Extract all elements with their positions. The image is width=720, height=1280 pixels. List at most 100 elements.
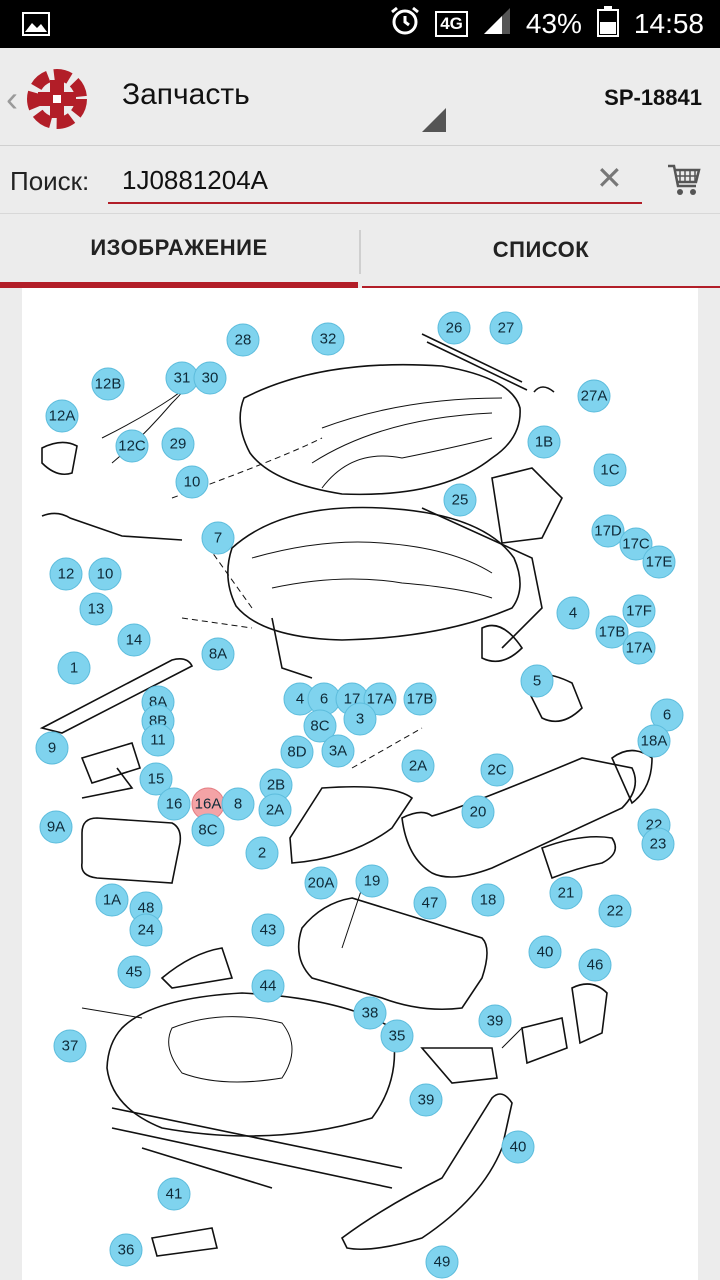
callout-2B[interactable]: 2B [259, 768, 293, 802]
callout-8[interactable]: 8 [221, 787, 255, 821]
callout-label: 24 [138, 922, 155, 939]
callout-7[interactable]: 7 [201, 521, 235, 555]
logo-icon[interactable] [26, 68, 88, 130]
callout-17F[interactable]: 17F [622, 594, 656, 628]
callout-2A[interactable]: 2A [258, 793, 292, 827]
callout-3[interactable]: 3 [343, 702, 377, 736]
callout-11[interactable]: 11 [141, 723, 175, 757]
callout-39[interactable]: 39 [409, 1083, 443, 1117]
callout-17C[interactable]: 17C [619, 527, 653, 561]
callout-16[interactable]: 16 [157, 787, 191, 821]
callout-28[interactable]: 28 [226, 323, 260, 357]
callout-8C[interactable]: 8C [303, 709, 337, 743]
callout-46[interactable]: 46 [578, 948, 612, 982]
callout-label: 27 [498, 320, 515, 337]
callout-12B[interactable]: 12B [91, 367, 125, 401]
callout-4[interactable]: 4 [556, 596, 590, 630]
callout-label: 6 [320, 691, 328, 708]
callout-20[interactable]: 20 [461, 795, 495, 829]
dropdown-triangle-icon[interactable] [422, 108, 446, 132]
callout-24[interactable]: 24 [129, 913, 163, 947]
callout-2[interactable]: 2 [245, 836, 279, 870]
callout-18A[interactable]: 18A [637, 724, 671, 758]
callout-17B[interactable]: 17B [595, 615, 629, 649]
search-input[interactable] [108, 158, 642, 204]
callout-43[interactable]: 43 [251, 913, 285, 947]
callout-39[interactable]: 39 [478, 1004, 512, 1038]
callout-10[interactable]: 10 [175, 465, 209, 499]
callout-21[interactable]: 21 [549, 876, 583, 910]
callout-15[interactable]: 15 [139, 762, 173, 796]
callout-bubble [471, 883, 505, 917]
callout-37[interactable]: 37 [53, 1029, 87, 1063]
callout-36[interactable]: 36 [109, 1233, 143, 1267]
callout-30[interactable]: 30 [193, 361, 227, 395]
callout-17E[interactable]: 17E [642, 545, 676, 579]
callout-47[interactable]: 47 [413, 886, 447, 920]
callout-40[interactable]: 40 [528, 935, 562, 969]
callout-8D[interactable]: 8D [280, 735, 314, 769]
callout-29[interactable]: 29 [161, 427, 195, 461]
callout-1[interactable]: 1 [57, 651, 91, 685]
callout-27A[interactable]: 27A [577, 379, 611, 413]
callout-12A[interactable]: 12A [45, 399, 79, 433]
callout-32[interactable]: 32 [311, 322, 345, 356]
callout-bubble [157, 1177, 191, 1211]
callout-35[interactable]: 35 [380, 1019, 414, 1053]
callout-8A[interactable]: 8A [201, 637, 235, 671]
callout-44[interactable]: 44 [251, 969, 285, 1003]
callout-45[interactable]: 45 [117, 955, 151, 989]
callout-8C[interactable]: 8C [191, 813, 225, 847]
seat-frame-drawing [227, 506, 543, 679]
cart-icon[interactable] [666, 162, 702, 203]
callout-49[interactable]: 49 [425, 1245, 459, 1279]
tab-list[interactable]: СПИСОК [362, 214, 720, 288]
callout-1A[interactable]: 1A [95, 883, 129, 917]
callout-1C[interactable]: 1C [593, 453, 627, 487]
callout-40[interactable]: 40 [501, 1130, 535, 1164]
callout-10[interactable]: 10 [88, 557, 122, 591]
callout-22[interactable]: 22 [598, 894, 632, 928]
callout-2C[interactable]: 2C [480, 753, 514, 787]
callout-bubble [637, 724, 671, 758]
callout-1B[interactable]: 1B [527, 425, 561, 459]
callout-label: 2A [409, 758, 427, 775]
callout-2A[interactable]: 2A [401, 749, 435, 783]
callout-12C[interactable]: 12C [115, 429, 149, 463]
callout-label: 18 [480, 892, 497, 909]
callout-9[interactable]: 9 [35, 731, 69, 765]
callout-bubble [175, 465, 209, 499]
callout-27[interactable]: 27 [489, 311, 523, 345]
callout-17B[interactable]: 17B [403, 682, 437, 716]
callout-17D[interactable]: 17D [591, 514, 625, 548]
callout-5[interactable]: 5 [520, 664, 554, 698]
image-icon [22, 12, 50, 41]
callout-25[interactable]: 25 [443, 483, 477, 517]
callout-23[interactable]: 23 [641, 827, 675, 861]
callout-38[interactable]: 38 [353, 996, 387, 1030]
callout-3A[interactable]: 3A [321, 734, 355, 768]
callout-label: 17F [626, 603, 652, 620]
callout-label: 41 [166, 1186, 183, 1203]
callout-bubble [380, 1019, 414, 1053]
callout-41[interactable]: 41 [157, 1177, 191, 1211]
callout-12[interactable]: 12 [49, 557, 83, 591]
callout-18[interactable]: 18 [471, 883, 505, 917]
callout-13[interactable]: 13 [79, 592, 113, 626]
clear-icon[interactable]: ✕ [596, 160, 623, 196]
callout-17A[interactable]: 17A [363, 682, 397, 716]
callout-14[interactable]: 14 [117, 623, 151, 657]
callout-20A[interactable]: 20A [304, 866, 338, 900]
callout-19[interactable]: 19 [355, 864, 389, 898]
callout-9A[interactable]: 9A [39, 810, 73, 844]
callout-bubble [129, 913, 163, 947]
back-chevron-icon[interactable]: ‹ [6, 78, 18, 119]
tab-image[interactable]: ИЗОБРАЖЕНИЕ [0, 214, 358, 288]
callout-31[interactable]: 31 [165, 361, 199, 395]
callout-26[interactable]: 26 [437, 311, 471, 345]
callout-label: 37 [62, 1038, 79, 1055]
callout-17A[interactable]: 17A [622, 631, 656, 665]
callout-label: 17D [594, 523, 622, 540]
